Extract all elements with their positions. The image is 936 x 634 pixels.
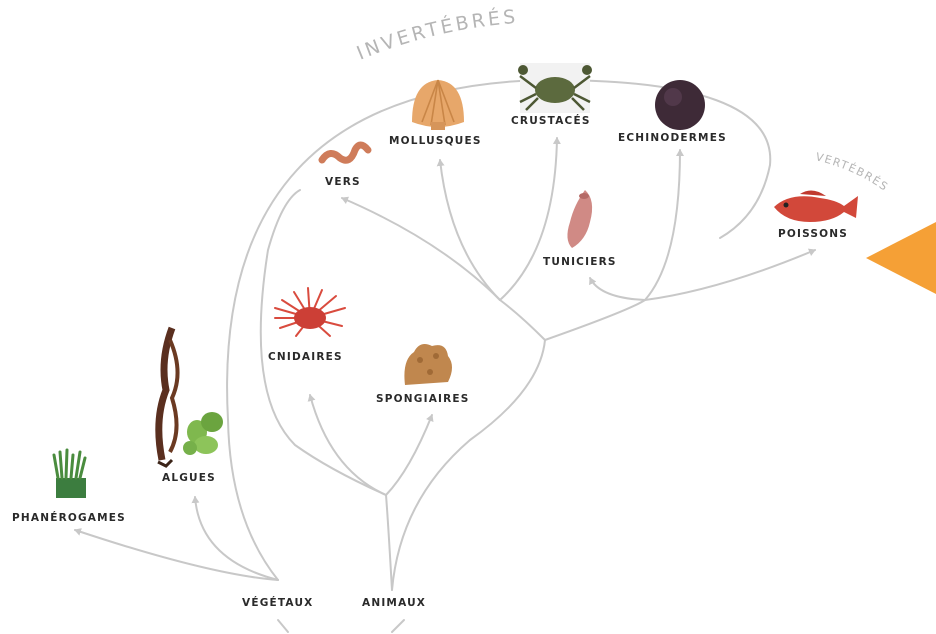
highlight-arrow — [866, 222, 936, 294]
taxon-label-algues: ALGUES — [162, 472, 216, 484]
taxon-label-crustaces: CRUSTACÉS — [511, 115, 591, 127]
branch-cnidaires — [310, 395, 386, 495]
taxon-label-spongiaires: SPONGIAIRES — [376, 393, 470, 405]
seagrass-image — [54, 450, 86, 498]
fish-image — [774, 190, 858, 222]
tunicate-image — [567, 190, 592, 248]
branch-vers — [342, 198, 500, 300]
branch-cnidaires-arc — [261, 190, 386, 495]
branch-tuniciers — [590, 278, 645, 300]
taxon-label-poissons: POISSONS — [778, 228, 848, 240]
branch-bilateria-upper — [500, 300, 545, 340]
branch-deutero — [545, 300, 645, 340]
kelp-image — [158, 328, 178, 466]
sponge-image — [404, 344, 452, 385]
green-algae-image — [183, 412, 223, 455]
scallop-shell-image — [412, 80, 464, 130]
sea-urchin-image — [655, 80, 705, 130]
root-label-animaux: ANIMAUX — [362, 597, 426, 609]
branch-phanerogames — [75, 530, 278, 580]
taxon-label-vers: VERS — [325, 176, 361, 188]
branch-root-animaux — [392, 620, 404, 632]
branch-echinodermes — [645, 150, 680, 300]
taxon-label-phanerogames: PHANÉROGAMES — [12, 512, 126, 524]
branch-crustaces — [500, 138, 557, 300]
worm-image — [322, 145, 368, 160]
group-label-invertebres: INVERTÉBRÉS — [354, 6, 519, 65]
branch-algues-arc — [227, 80, 770, 580]
group-label-vertebres: VERTÉBRÉS — [814, 150, 891, 194]
taxon-label-cnidaires: CNIDAIRES — [268, 351, 343, 363]
taxon-label-echinodermes: ECHINODERMES — [618, 132, 727, 144]
branch-animaux-trunk — [386, 495, 392, 590]
branch-spongiaires — [386, 415, 432, 495]
branch-mollusques — [440, 160, 500, 300]
crab-image — [518, 63, 592, 113]
branch-poissons — [645, 250, 815, 300]
root-label-vegetaux: VÉGÉTAUX — [242, 597, 313, 609]
branch-root-vegetaux — [278, 620, 288, 632]
taxon-label-tuniciers: TUNICIERS — [543, 256, 617, 268]
taxon-label-mollusques: MOLLUSQUES — [389, 135, 482, 147]
sea-anemone-image — [275, 288, 345, 336]
